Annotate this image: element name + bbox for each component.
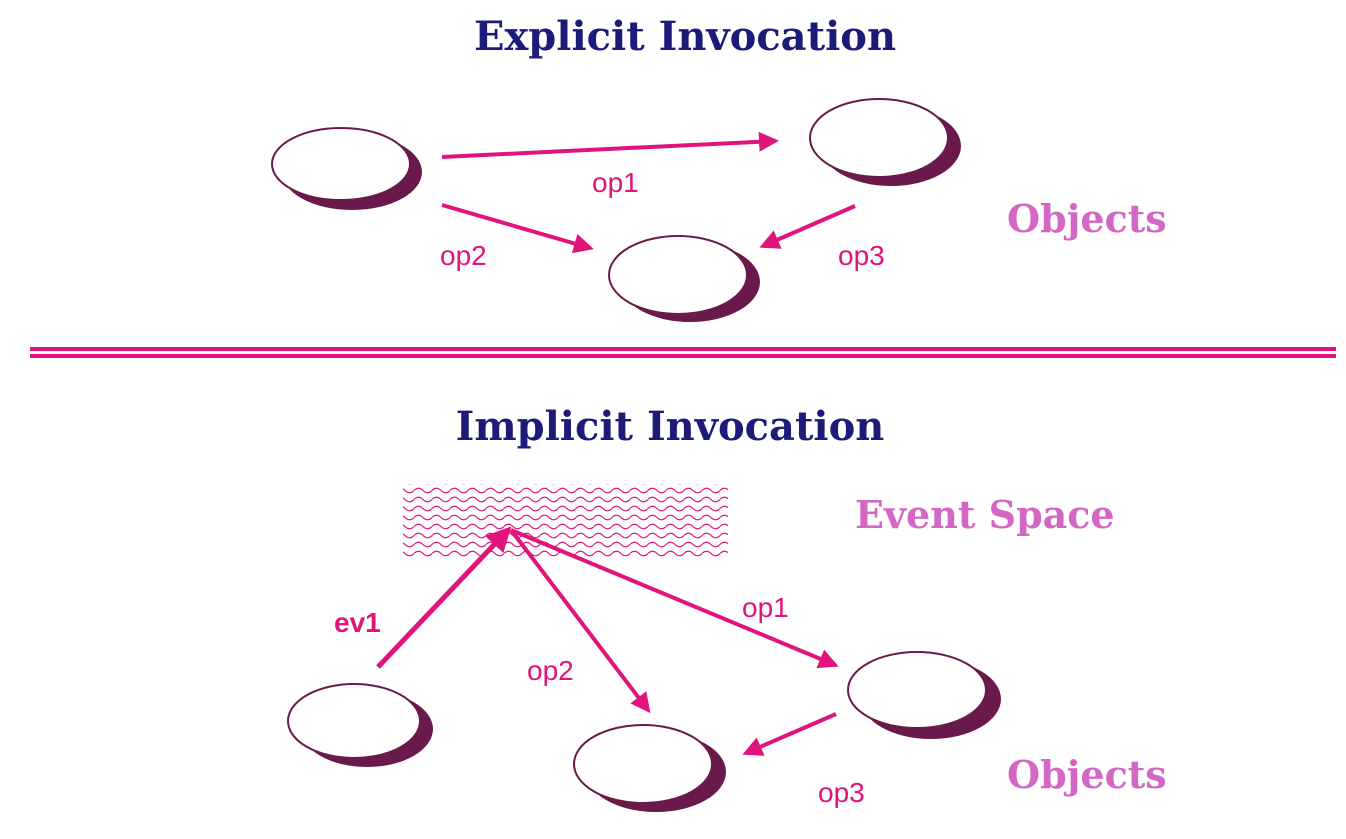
objects-label-implicit: Objects	[1007, 752, 1167, 797]
arrow-op2	[441, 203, 594, 254]
arrow-op1	[441, 131, 779, 159]
edge-label-ev1: ev1	[334, 607, 381, 638]
object-ellipse	[847, 651, 1001, 739]
edge-label-op3: op3	[818, 777, 865, 808]
explicit-title: Explicit Invocation	[474, 13, 896, 60]
object-ellipse	[608, 235, 760, 322]
arrow-op3	[742, 712, 837, 756]
arrow-op2	[509, 528, 651, 714]
object-ellipse	[573, 724, 726, 812]
arrow-op1	[510, 528, 839, 669]
arrow-op3	[759, 204, 856, 249]
objects-label-explicit: Objects	[1007, 196, 1167, 241]
event-space-band	[403, 484, 728, 557]
edge-label-op1: op1	[742, 592, 789, 623]
arrow-ev1	[376, 526, 512, 669]
edge-label-op1: op1	[592, 167, 639, 198]
object-ellipse	[809, 98, 961, 186]
implicit-title: Implicit Invocation	[456, 403, 885, 450]
edge-label-op2: op2	[527, 655, 574, 686]
object-ellipse	[271, 127, 422, 210]
edge-label-op2: op2	[440, 240, 487, 271]
object-ellipse	[287, 683, 433, 767]
edge-label-op3: op3	[838, 240, 885, 271]
event-space-label: Event Space	[855, 492, 1115, 537]
